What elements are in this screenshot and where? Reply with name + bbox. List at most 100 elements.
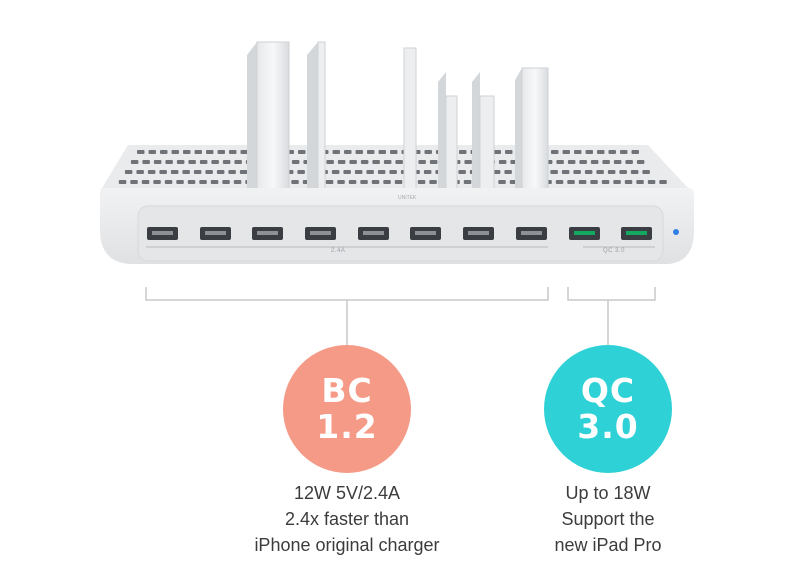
- vent-slot: [429, 160, 438, 164]
- vent-slot: [371, 180, 380, 184]
- vent-slot: [141, 180, 150, 184]
- qc-usb-port: [569, 227, 600, 240]
- bc-desc-line: 12W 5V/2.4A: [293, 483, 401, 503]
- vent-slot: [562, 150, 570, 154]
- vent-slot: [366, 170, 374, 174]
- vent-slot: [492, 170, 501, 174]
- vent-slot: [239, 170, 248, 174]
- vent-slot: [233, 180, 242, 184]
- vent-slot: [423, 170, 432, 174]
- vent-slot: [188, 160, 196, 164]
- vent-slot: [216, 170, 225, 174]
- vent-slot: [567, 160, 576, 164]
- vent-slot: [176, 180, 184, 184]
- vent-slot: [636, 160, 645, 164]
- vent-slot: [463, 180, 472, 184]
- vent-slot: [137, 150, 145, 154]
- vent-slot: [498, 180, 506, 184]
- device-front-face: UNITEK: [100, 188, 694, 264]
- vent-slot: [377, 170, 386, 174]
- vent-slot: [164, 180, 173, 184]
- bc-bracket: [145, 287, 549, 345]
- vent-slot: [567, 180, 575, 184]
- vent-slot: [217, 150, 225, 154]
- qc-bracket: [567, 287, 656, 345]
- vent-slot: [355, 150, 363, 154]
- vent-slot: [367, 150, 375, 154]
- vent-slot: [343, 170, 351, 174]
- vent-slot: [607, 170, 616, 174]
- vent-slot: [170, 170, 179, 174]
- vent-slot: [602, 160, 610, 164]
- vent-slot: [165, 160, 173, 164]
- vent-slot: [199, 160, 208, 164]
- qc-port-group-label: QC 3.0: [603, 248, 626, 254]
- vent-slot: [153, 160, 162, 164]
- vent-slot: [360, 180, 368, 184]
- vent-slot: [298, 150, 306, 154]
- bc-badge-line1: BC: [321, 371, 373, 410]
- vent-slot: [550, 170, 558, 174]
- vent-slot: [630, 170, 639, 174]
- vent-slot: [555, 180, 564, 184]
- vent-slot: [597, 150, 605, 154]
- bc-desc-line: 2.4x faster than: [284, 509, 410, 529]
- vent-slot: [642, 170, 650, 174]
- vent-slot: [390, 150, 398, 154]
- vent-slot: [613, 160, 622, 164]
- device-top-deck: [102, 145, 688, 188]
- qc-desc-line: new iPad Pro: [554, 535, 662, 555]
- vent-slot: [136, 170, 144, 174]
- vent-slot: [228, 170, 236, 174]
- vent-slot: [194, 150, 202, 154]
- vent-slot: [176, 160, 185, 164]
- vent-slot: [613, 180, 621, 184]
- vent-slot: [210, 180, 219, 184]
- vent-slot: [601, 180, 610, 184]
- bc-description: 12W 5V/2.4A 2.4x faster than iPhone orig…: [222, 480, 472, 558]
- vent-slot: [291, 180, 299, 184]
- vent-slot: [424, 150, 432, 154]
- bc-port-group-label: 2.4A: [331, 248, 346, 254]
- vent-slot: [417, 180, 426, 184]
- vent-slot: [505, 150, 513, 154]
- vent-slot: [596, 170, 604, 174]
- vent-slot: [148, 150, 156, 154]
- vent-slot: [337, 180, 345, 184]
- vent-slot: [394, 180, 403, 184]
- vent-slot: [573, 170, 581, 174]
- vent-slot: [429, 180, 437, 184]
- vent-slot: [234, 160, 242, 164]
- vent-slot: [578, 180, 587, 184]
- bc-badge: BC 1.2: [283, 345, 411, 473]
- qc-description: Up to 18W Support the new iPad Pro: [528, 480, 688, 558]
- vent-slot: [130, 160, 139, 164]
- vent-slot: [493, 150, 501, 154]
- vent-slot: [389, 170, 397, 174]
- qc-usb-port: [621, 227, 652, 240]
- bc-usb-port: [463, 227, 494, 240]
- vent-slot: [337, 160, 346, 164]
- bc-usb-port: [358, 227, 389, 240]
- vent-slot: [551, 150, 559, 154]
- vent-slot: [372, 160, 380, 164]
- vent-slot: [620, 150, 628, 154]
- vent-slot: [585, 150, 593, 154]
- vent-slot: [464, 160, 472, 164]
- vent-slot: [624, 180, 633, 184]
- qc-badge-line2: 3.0: [577, 407, 639, 446]
- vent-slot: [574, 150, 582, 154]
- vent-slot: [360, 160, 369, 164]
- vent-slot: [383, 160, 392, 164]
- vent-slot: [331, 170, 340, 174]
- bc-badge-line2: 1.2: [316, 407, 378, 446]
- usb-ports: [147, 227, 652, 240]
- vent-slot: [459, 150, 467, 154]
- vent-slot: [418, 160, 426, 164]
- vent-slot: [584, 170, 593, 174]
- vent-slot: [124, 170, 133, 174]
- vent-slot: [205, 170, 213, 174]
- vent-slot: [326, 160, 334, 164]
- vent-slot: [222, 160, 231, 164]
